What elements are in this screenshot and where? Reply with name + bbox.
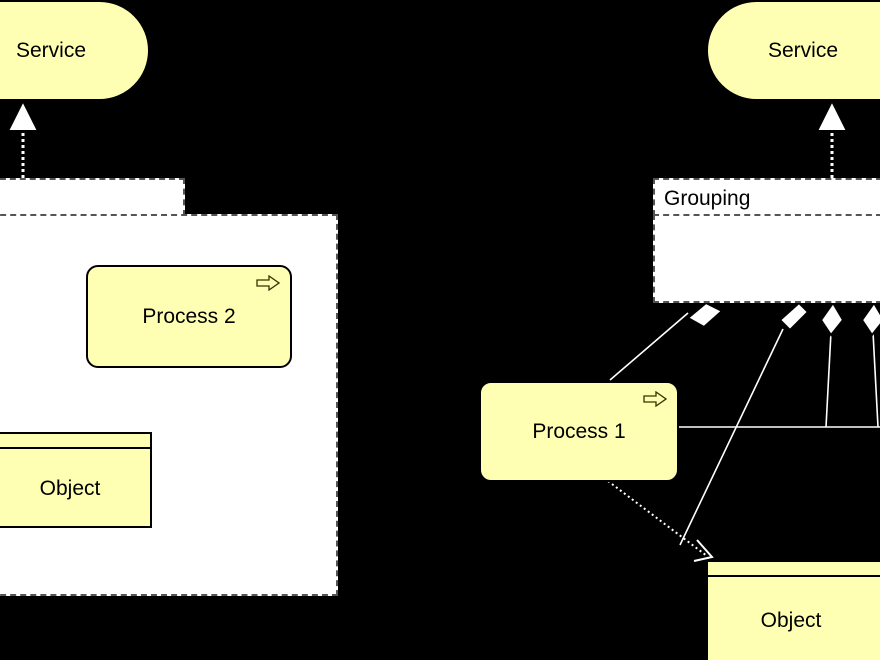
- right-object-label: Object: [760, 609, 822, 632]
- right-service-node[interactable]: Service: [706, 0, 880, 101]
- process-arrow-icon: [643, 391, 667, 407]
- left-object-header-band: [0, 434, 150, 449]
- right-process-node[interactable]: Process 1: [479, 381, 679, 482]
- process-arrow-icon: [256, 275, 280, 291]
- left-grouping-tab[interactable]: [0, 178, 185, 216]
- relationship-right-realization: [815, 98, 849, 178]
- relationship-aggregation-4: [860, 301, 880, 428]
- right-grouping-label: Grouping: [664, 187, 751, 210]
- left-service-label: Service: [15, 39, 87, 62]
- relationship-aggregation-2: [679, 301, 810, 546]
- left-object-label: Object: [39, 476, 101, 500]
- right-grouping-tab[interactable]: [653, 178, 880, 216]
- right-object-node[interactable]: Object: [706, 560, 880, 660]
- right-service-label: Service: [767, 39, 839, 62]
- left-process-node[interactable]: Process 2: [86, 265, 292, 368]
- right-grouping-body[interactable]: [653, 214, 880, 303]
- relationship-access: [603, 477, 714, 562]
- relationship-aggregation-3: [819, 301, 845, 428]
- right-process-label: Process 1: [532, 420, 626, 443]
- left-service-node[interactable]: Service: [0, 0, 150, 101]
- right-object-header-band: [708, 562, 880, 577]
- left-object-node[interactable]: Object: [0, 432, 152, 528]
- left-process-label: Process 2: [142, 305, 236, 328]
- relationship-left-realization: [6, 98, 40, 178]
- relationship-aggregation-1: [609, 301, 724, 381]
